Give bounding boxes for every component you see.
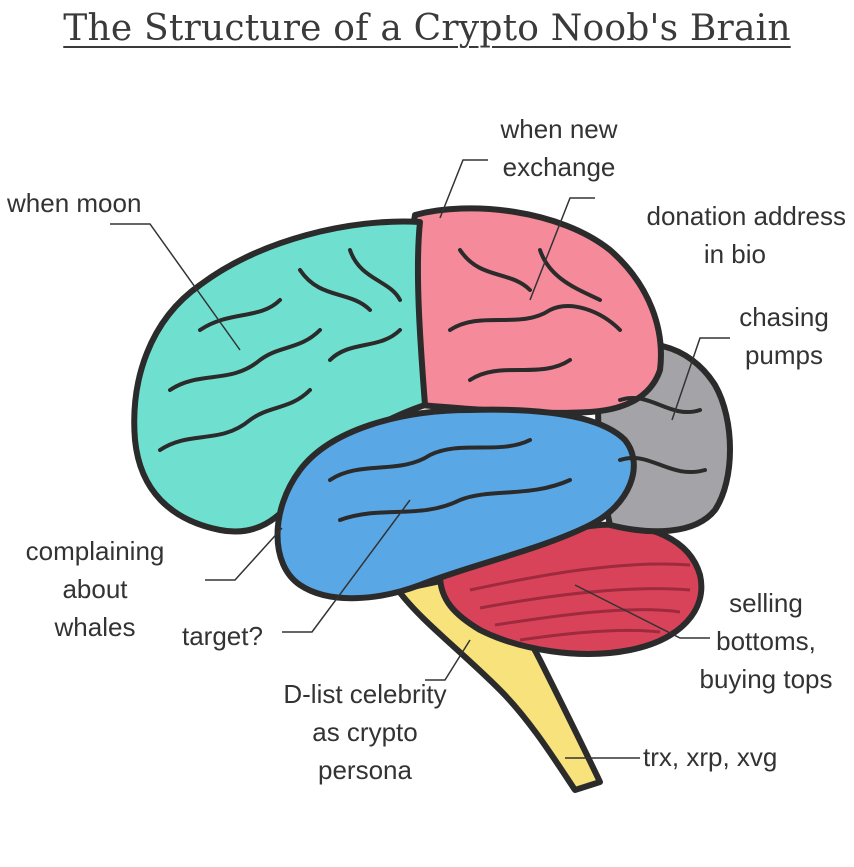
leader-target xyxy=(282,499,411,633)
page-title: The Structure of a Crypto Noob's Brain xyxy=(63,8,791,49)
leader-complaining xyxy=(205,527,283,581)
label-complaining-about-whales: complaining about whales xyxy=(25,536,165,642)
label-when-moon: when moon xyxy=(7,188,142,218)
leader-chasing-pumps xyxy=(671,337,730,421)
leader-donation-address xyxy=(529,197,595,301)
label-d-list-celebrity: D-list celebrity as crypto persona xyxy=(283,679,447,785)
label-target: target? xyxy=(182,621,263,651)
label-donation-address: donation address in bio xyxy=(646,201,846,269)
leader-lines xyxy=(110,159,730,759)
label-trx-xrp-xvg: trx, xrp, xvg xyxy=(643,742,778,772)
leader-when-moon xyxy=(110,223,241,351)
leader-selling xyxy=(574,584,710,639)
label-when-new-exchange: when new exchange xyxy=(500,114,618,182)
label-chasing-pumps: chasing pumps xyxy=(739,302,829,370)
brain-gyri xyxy=(158,248,707,522)
label-selling-bottoms: selling bottoms, buying tops xyxy=(699,588,833,694)
leader-when-new-exchange xyxy=(439,159,488,219)
leader-d-list xyxy=(425,639,471,681)
